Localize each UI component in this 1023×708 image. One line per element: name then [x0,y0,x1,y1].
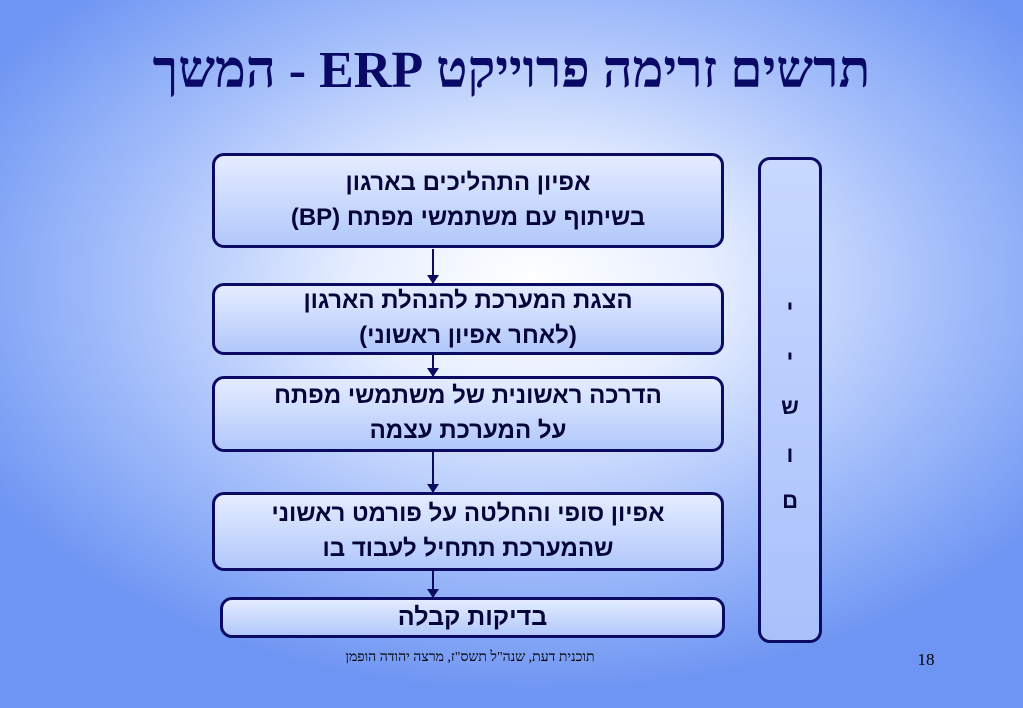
implementation-sidebar: י י ש ו ם [758,157,822,643]
flow-step-1-line-1: אפיון התהליכים בארגון [345,168,591,196]
footer-credit: תוכנית דעת, שנה"ל תשס"ז, מרצה יהודה הופמ… [345,650,595,665]
flow-step-3-line-2: על המערכת עצמה [369,417,567,444]
flow-arrow-4 [427,571,439,598]
flow-step-4-line-2: שהמערכת תתחיל לעבוד בו [322,534,614,562]
flow-arrow-1 [427,249,439,284]
flow-step-5-line-1: בדיקות קבלה [397,603,548,632]
page-number: 18 [917,650,935,669]
sidebar-letter-1: י [786,296,794,321]
slide-title: תרשים זרימה פרוייקט ERP - המשך [152,42,871,99]
flow-arrow-3 [427,452,439,493]
flow-step-4: אפיון סופי והחלטה על פורמט ראשוני שהמערכ… [212,492,724,571]
flow-step-3: הדרכה ראשונית של משתמשי מפתח על המערכת ע… [212,376,724,452]
flow-step-2-line-2: (לאחר אפיון ראשוני) [359,322,577,349]
flow-step-5: בדיקות קבלה [220,597,725,638]
sidebar-letter-4: ו [786,442,794,467]
flow-step-4-line-1: אפיון סופי והחלטה על פורמט ראשוני [271,499,665,527]
flow-arrow-2 [427,355,439,377]
flow-step-2: הצגת המערכת להנהלת הארגון (לאחר אפיון רא… [212,283,724,355]
sidebar-letter-3: ש [781,394,799,419]
sidebar-letter-2: י [786,346,794,371]
flow-step-1: אפיון התהליכים בארגון בשיתוף עם משתמשי מ… [212,153,724,248]
flow-step-1-line-2: בשיתוף עם משתמשי מפתח (BP) [290,203,646,231]
sidebar-letter-5: ם [782,488,798,513]
flow-step-2-line-1: הצגת המערכת להנהלת הארגון [303,287,633,315]
flow-step-3-line-1: הדרכה ראשונית של משתמשי מפתח [274,382,662,410]
